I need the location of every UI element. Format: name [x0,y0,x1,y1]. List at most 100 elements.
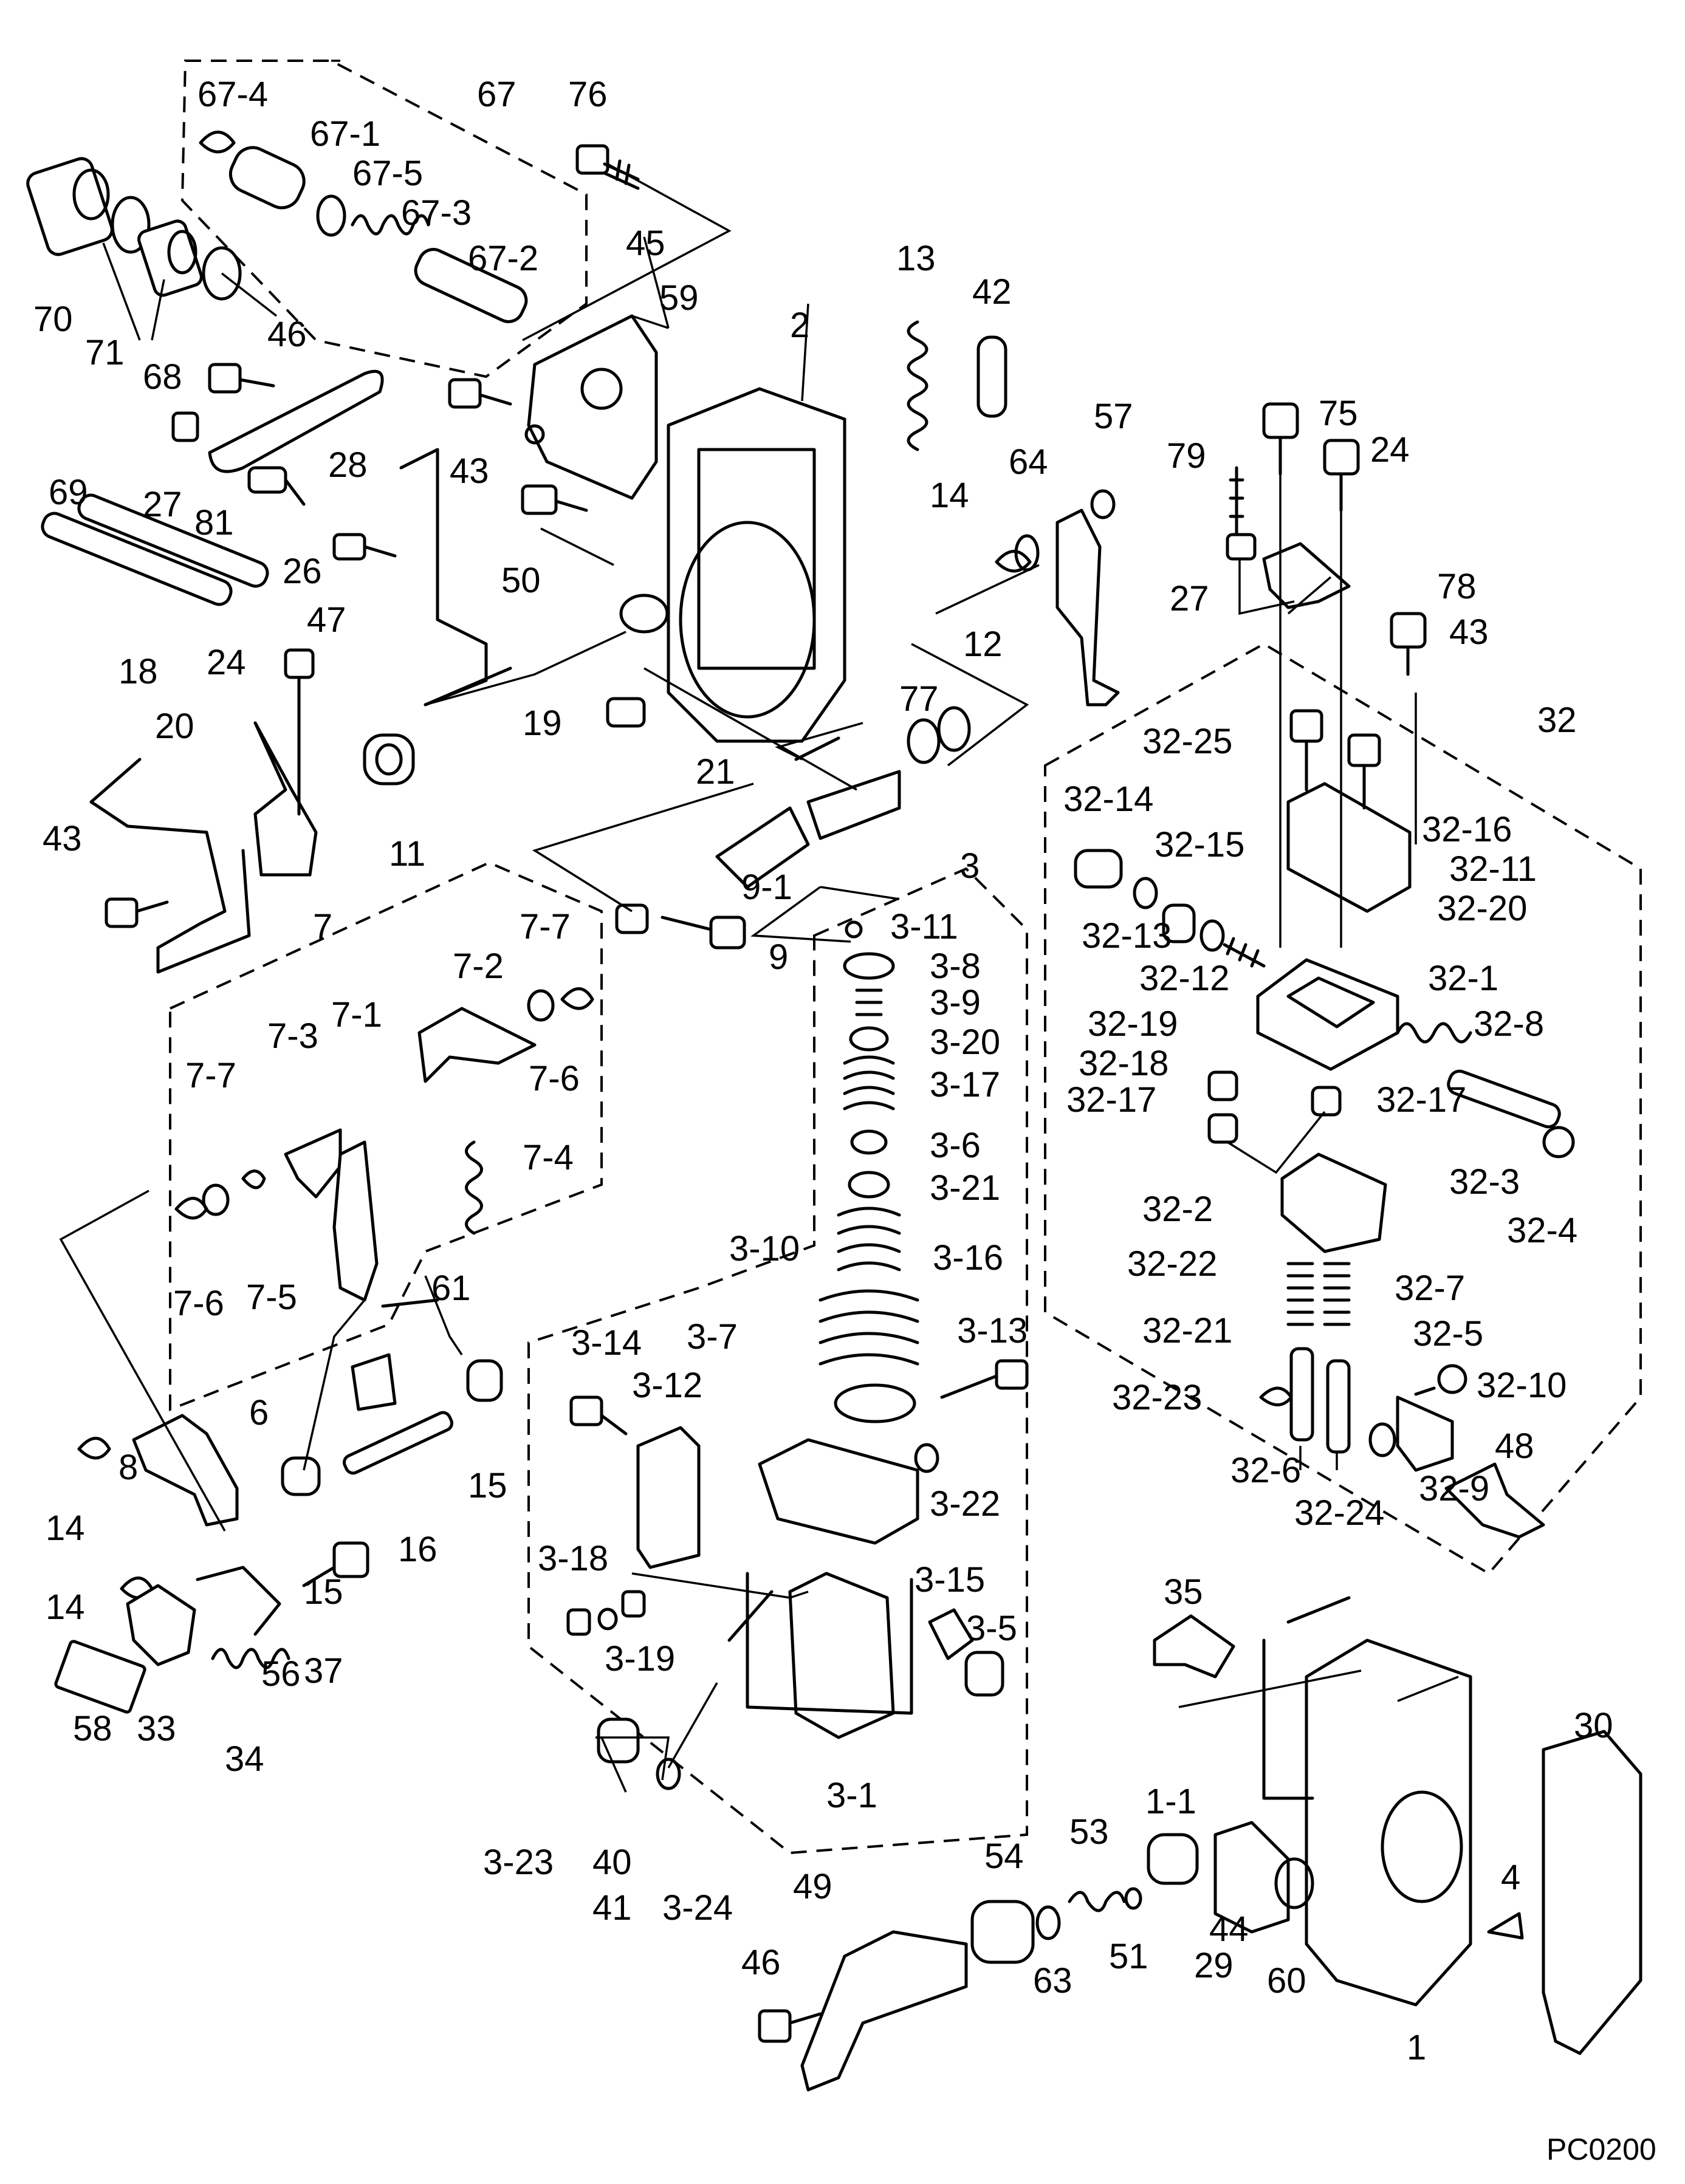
label-59: 59 [659,278,699,318]
label-3-19: 3-19 [605,1639,675,1679]
part-3-21-washer [848,1171,890,1199]
part-46-bolt [208,363,275,394]
part-78-bracket [1262,542,1351,609]
label-67-2: 67-2 [468,239,538,278]
label-26: 26 [283,552,322,591]
label-32-20: 32-20 [1437,889,1527,928]
part-11-collar [363,733,415,786]
label-32-6: 32-6 [1230,1451,1301,1490]
label-57: 57 [1094,397,1133,436]
label-7-5: 7-5 [246,1278,297,1317]
label-32-4: 32-4 [1507,1211,1577,1250]
label-44: 44 [1209,1909,1249,1949]
part-24-bolt-right [1323,439,1360,512]
label-40: 40 [592,1843,632,1882]
label-4: 4 [1501,1858,1520,1897]
label-27: 27 [143,485,182,524]
label-46: 46 [267,315,307,354]
label-35: 35 [1164,1572,1203,1612]
part-53-spring [1068,1891,1126,1912]
part-14-clip [995,550,1032,573]
part-68-washer [202,246,242,301]
label-19: 19 [523,703,562,743]
part-22-bolt [661,916,746,950]
part-30-gasket [1542,1730,1642,2055]
label-58: 58 [73,1709,112,1748]
label-28: 28 [328,445,368,485]
label-60: 60 [1267,1961,1306,2001]
label-46-lower: 46 [741,1943,781,1982]
part-19-plug [606,697,646,728]
part-32-21-plunger [1289,1347,1314,1442]
label-43-l: 43 [43,819,82,858]
part-32-13-nut [1162,903,1196,943]
part-32-11-cover [1286,782,1412,913]
part-67-1-sleeve [228,146,306,210]
label-64: 64 [1009,442,1048,482]
label-12: 12 [963,625,1003,664]
part-26-bolt [247,466,306,506]
part-3-19-washer [597,1607,618,1631]
part-3-11-ball [845,920,863,939]
label-7-7b: 7-7 [185,1056,236,1095]
label-71: 71 [85,333,125,372]
part-23-nut [615,903,649,934]
label-47: 47 [307,600,346,640]
label-32-25: 32-25 [1142,722,1232,761]
label-75: 75 [1319,394,1358,433]
part-3-10-spring [818,1289,919,1366]
part-32-2-block [1280,1152,1387,1253]
part-7-7-washer [202,1183,230,1216]
label-3-6: 3-6 [930,1126,981,1165]
label-32-8: 32-8 [1474,1004,1544,1044]
part-3-14-bolt [569,1395,628,1436]
part-7-3-link [284,1128,342,1199]
label-3-20: 3-20 [930,1022,1000,1062]
part-2-housing [619,387,846,743]
drawing-code: PC0200 [1546,2132,1656,2166]
part-13-spring [907,320,928,451]
label-7-7: 7-7 [520,907,571,947]
label-3-13: 3-13 [957,1311,1028,1350]
label-79: 79 [1167,436,1206,476]
label-32: 32 [1537,700,1577,740]
label-53: 53 [1069,1812,1109,1852]
label-3-14: 3-14 [571,1323,642,1363]
label-32-13: 32-13 [1082,916,1172,956]
part-7-6-clip-top [560,987,594,1010]
label-77: 77 [899,679,939,719]
label-8: 8 [118,1448,138,1487]
label-27-r: 27 [1170,579,1209,618]
group-3-boundary [527,867,1028,1855]
part-15-bushing [466,1359,503,1402]
part-3-18-nut [566,1590,646,1636]
label-3-11: 3-11 [890,907,958,947]
label-14-b: 14 [46,1587,85,1627]
label-61: 61 [431,1268,471,1308]
part-3-1-body [746,1572,913,1739]
label-32-1: 32-1 [1428,959,1498,998]
part-14-clip-a [77,1437,111,1460]
label-45: 45 [626,224,665,263]
part-3-16-spring [837,1207,901,1272]
part-33-plate [126,1584,196,1666]
part-42-pin [976,335,1007,418]
group-7-boundary [169,861,603,1411]
label-15: 15 [468,1466,507,1505]
part-3-holder [758,1438,919,1545]
part-77-washers [907,706,971,764]
label-24-r: 24 [1370,430,1410,470]
part-32-9-bracket [1396,1395,1454,1472]
label-34: 34 [225,1739,264,1779]
part-9-lever [715,770,901,889]
part-7-2-plate [417,1007,537,1083]
label-3-15: 3-15 [915,1560,985,1600]
part-28-bolt [332,533,397,561]
label-67-3: 67-3 [401,193,472,233]
part-54-collar [970,1900,1035,1964]
label-21: 21 [696,752,735,792]
part-67-5-washer [316,194,346,237]
part-8-lever [132,1414,239,1527]
part-61-shaft [381,1298,439,1308]
part-32-22-spring [1286,1262,1314,1326]
